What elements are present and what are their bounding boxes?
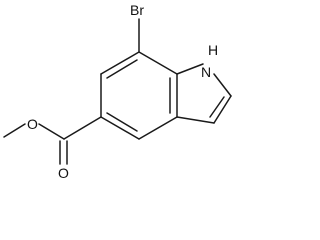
bond-c6-c7 — [100, 51, 140, 75]
bond-carbonyl-c-ester-o — [38, 123, 65, 140]
nh-hydrogen-label: H — [208, 42, 218, 58]
bond-c2-c3 — [213, 95, 232, 124]
carbonyl-oxygen-label: O — [58, 165, 69, 178]
bond-c7a-n1 — [176, 63, 204, 75]
structure-canvas: Br H N O O — [3, 2, 232, 178]
bond-n1-c2 — [213, 73, 232, 97]
nitrogen-label: N — [201, 64, 211, 80]
bromine-label: Br — [130, 2, 144, 18]
bond-c5-carbonyl-c — [63, 116, 102, 140]
bond-c4-c5 — [100, 116, 140, 140]
bond-c2-c3-inner — [209, 96, 225, 118]
bond-c3-c3a — [176, 116, 215, 124]
bond-c6-c7-inner — [106, 59, 138, 79]
ester-oxygen-label: O — [27, 116, 38, 132]
methyl-7-bromoindole-5-carboxylate-structure: Br H N O O — [3, 2, 232, 178]
bond-c4-c5-inner — [106, 112, 138, 132]
bond-c7-c7a — [138, 51, 178, 75]
bond-ester-o-methyl — [3, 123, 26, 138]
bond-c3a-c4 — [138, 116, 178, 140]
